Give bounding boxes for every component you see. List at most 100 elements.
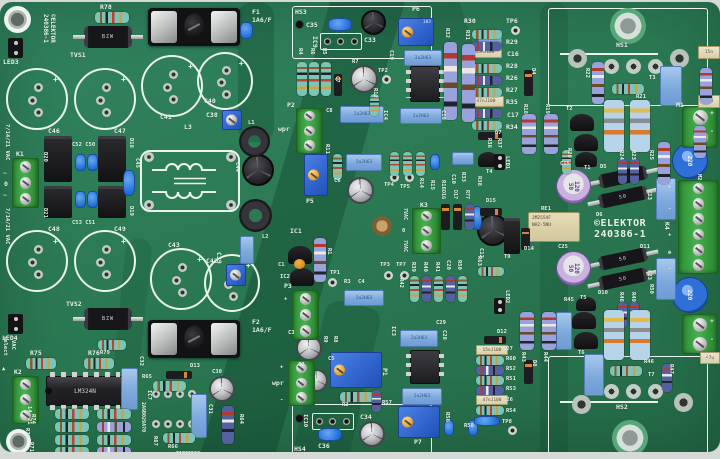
pad	[164, 420, 172, 428]
rd	[422, 276, 431, 302]
silk-label-ic7: IC7	[146, 390, 152, 400]
silk-elektor-left: ©ELEKTOR 240386-1	[41, 14, 56, 43]
silk-label-d17: D17	[452, 190, 458, 200]
silk-label-led4: LED4	[2, 334, 18, 342]
silk-label-r47: R47	[668, 364, 674, 374]
rl	[630, 100, 650, 152]
silk-label-c41: C41	[160, 113, 172, 121]
silk-label-r8: R8	[332, 336, 338, 343]
rd	[472, 42, 502, 51]
trimmer-p5	[304, 154, 328, 196]
rt	[612, 84, 644, 94]
rt	[55, 435, 89, 445]
tran	[575, 152, 597, 167]
cap-footprint-c46: +	[6, 68, 68, 130]
silk-label-c2: C2	[298, 362, 305, 368]
hm	[674, 393, 693, 412]
mount-hole-hs1	[610, 8, 646, 44]
tran	[570, 114, 594, 131]
diode-d6: 50	[597, 184, 649, 210]
rt	[55, 422, 89, 432]
film-2u2h63: 2u2H63	[402, 388, 442, 405]
pad	[226, 200, 236, 210]
terminal-p2	[296, 108, 323, 154]
ic7-chip: LM324N	[45, 372, 124, 410]
dios	[166, 371, 192, 379]
silk-label-c16: C16	[507, 50, 519, 58]
silk-label-r66: R66	[168, 444, 178, 450]
rt	[610, 366, 642, 376]
silk-label-c27: C27	[503, 346, 513, 352]
silk-label-1a6f: 1A6/F	[252, 16, 272, 24]
hm	[670, 49, 689, 68]
silk-label-x: ~	[3, 191, 7, 199]
rt	[458, 276, 467, 302]
rt	[84, 358, 114, 369]
led1-header	[494, 154, 505, 170]
rt	[98, 340, 126, 350]
silk-label-r28: R28	[506, 62, 518, 70]
silk-label-tp7: TP7	[396, 262, 406, 268]
hm	[568, 49, 587, 68]
bcap	[430, 154, 440, 170]
silk-label-x: +	[710, 109, 714, 117]
silk-label-d12: D12	[497, 329, 507, 335]
silk-label-r49: R49	[630, 292, 636, 302]
silk-label-c44: C44	[234, 162, 240, 172]
sline	[560, 53, 658, 55]
silk-label-r72: R72	[24, 428, 30, 438]
silk-label-p1: P1	[381, 368, 389, 376]
silk-label-tp8: TP8	[502, 419, 512, 425]
silk-label-d21: D21	[42, 208, 48, 218]
silk-label-r65: R65	[142, 374, 152, 380]
silk-label-m1: M1	[676, 101, 684, 109]
pad	[648, 59, 663, 74]
beige-47u: 47u	[700, 352, 720, 364]
fuse-f1	[148, 8, 240, 46]
cap-220u: 220	[672, 277, 708, 313]
inductor-l2	[239, 199, 272, 232]
tp	[508, 426, 517, 435]
silk-label-d8: D8	[531, 360, 537, 367]
tantalum-c1	[294, 259, 305, 269]
silk-label-c42: C42	[206, 257, 218, 265]
bcap	[75, 154, 86, 171]
rv	[520, 312, 534, 350]
ecs	[347, 177, 374, 204]
tran	[576, 297, 596, 311]
cap-footprint-c40: +	[197, 52, 253, 110]
film	[191, 394, 207, 438]
film	[121, 368, 138, 410]
bcap	[468, 420, 478, 436]
beige-47nj100: 47nJ100	[476, 395, 508, 405]
silk-label-c43: C43	[168, 241, 180, 249]
silk-label-r11: R11	[324, 144, 330, 154]
trimmer-c38	[222, 110, 242, 130]
silk-label-d5: D5	[600, 164, 607, 170]
tp	[384, 271, 393, 280]
rt	[416, 152, 425, 176]
silk-label-k2: K2	[14, 368, 22, 376]
resistor-r32	[444, 42, 457, 120]
silk-label-d11: D11	[640, 244, 650, 250]
silk-label-tvs1: TVS1	[70, 51, 86, 59]
tp	[511, 26, 520, 35]
silk-label-r79: R79	[100, 350, 110, 356]
silk-label-r3: R3	[344, 279, 351, 285]
silk-label-x: +	[668, 232, 672, 238]
silk-label-c26: C26	[503, 397, 513, 403]
film-2u2h63: 2u2H63	[346, 154, 382, 171]
film-2u2h63: 2u2H63	[400, 330, 438, 347]
silk-label-r24: R24	[618, 150, 624, 160]
silk-label-l2: L2	[262, 234, 269, 240]
silk-label-c13: C13	[646, 190, 652, 200]
cap-c35	[328, 18, 352, 31]
silk-label-k3: K3	[420, 201, 428, 209]
rd	[476, 366, 504, 375]
silk-label-c48: C48	[48, 225, 60, 233]
silk-label-r77: R77	[464, 190, 470, 200]
rd	[446, 276, 455, 302]
silk-label-r31: R31	[464, 30, 470, 40]
